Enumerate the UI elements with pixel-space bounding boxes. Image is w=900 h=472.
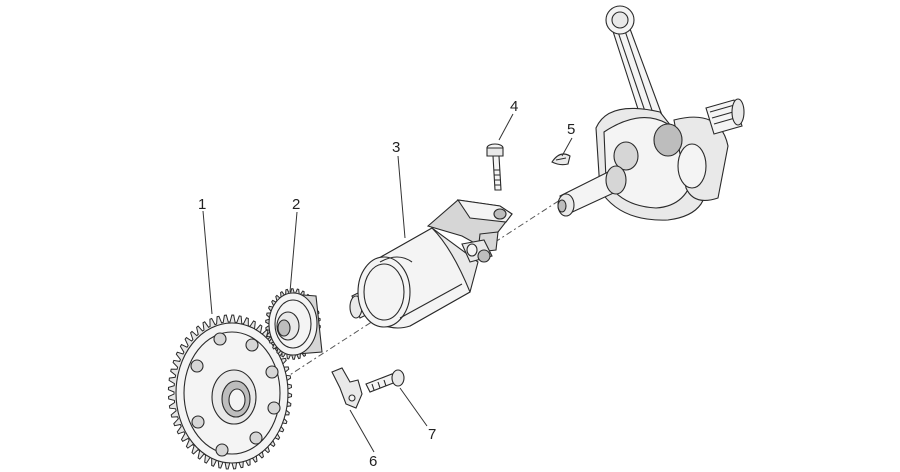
crankshaft-assembly (557, 5, 745, 221)
part-3-starter-motor (349, 199, 513, 329)
callout-2: 2 (292, 196, 300, 213)
part-1-ring-gear (167, 314, 293, 470)
leader-lines (202, 113, 573, 453)
callout-4: 4 (510, 98, 518, 115)
callout-labels: 1 2 3 4 5 6 7 (198, 98, 575, 470)
part-5-woodruff-key (551, 153, 571, 166)
part-6-bracket (331, 367, 363, 409)
callout-5: 5 (567, 121, 575, 138)
callout-7: 7 (428, 426, 436, 443)
callout-6: 6 (369, 453, 377, 470)
part-2-small-gear (265, 288, 323, 360)
callout-1: 1 (198, 196, 206, 213)
part-7-screw (365, 369, 405, 393)
part-4-bolt (486, 143, 504, 191)
callout-3: 3 (392, 139, 400, 156)
